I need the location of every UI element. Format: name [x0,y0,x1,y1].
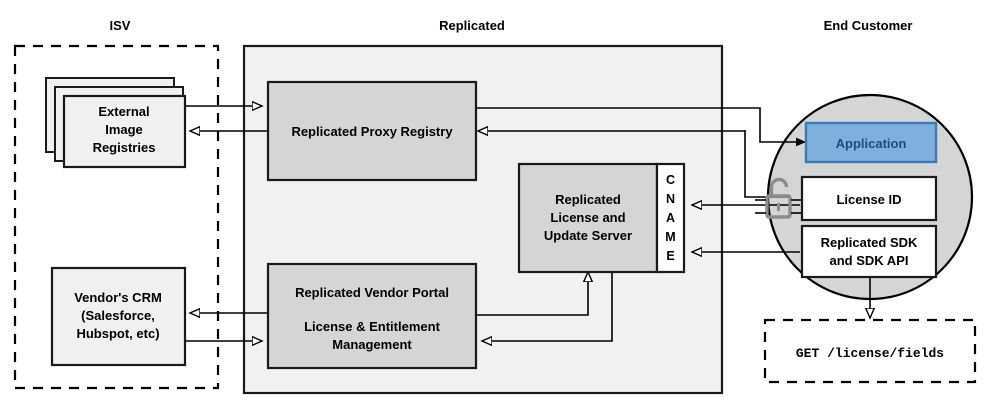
node-external-image-registries[interactable]: External Image Registries [45,77,187,169]
vendor-portal-line-1: Replicated Vendor Portal [295,285,449,300]
vendor-crm-line-3: Hubspot, etc) [76,326,159,341]
license-server-line-3: Update Server [544,228,632,243]
vendor-crm-line-1: Vendor's CRM [74,290,162,305]
zone-label-end-customer: End Customer [824,18,913,33]
edge-license-server-to-portal [482,272,613,341]
proxy-registry-box [266,80,478,182]
cname-letter-n: N [666,192,675,206]
node-cname[interactable]: C N A M E [655,162,686,274]
api-call-label: GET /license/fields [796,346,944,361]
stack-layer-front [62,94,187,169]
vendor-crm-box [50,266,187,367]
node-license-update-server[interactable]: Replicated License and Update Server [517,162,659,274]
zone-label-isv: ISV [110,18,131,33]
zone-label-replicated: Replicated [439,18,505,33]
isv-boundary [13,44,220,390]
edge-application-to-proxy [478,130,746,132]
cname-letter-a: A [666,211,675,225]
unlock-icon [765,177,792,219]
edge-portal-to-license-server [476,272,588,316]
vendor-portal-line-4: Management [332,337,412,352]
cname-strip [655,162,686,274]
cname-letter-m: M [665,230,675,244]
vendor-portal-line-3: License & Entitlement [304,319,440,334]
node-replicated-sdk[interactable]: Replicated SDK and SDK API [800,224,938,279]
registries-line-3: Registries [93,140,156,155]
sdk-line-2: and SDK API [830,253,909,268]
replicated-sdk-box [800,224,938,279]
vendor-crm-line-2: (Salesforce, [81,308,155,323]
registries-line-1: External [98,104,149,119]
vendor-portal-box [266,262,478,370]
edge-proxy-to-application [476,107,806,147]
node-api-call[interactable]: GET /license/fields [763,318,977,384]
lock-connectors [755,199,802,214]
registries-line-2: Image [105,122,143,137]
license-server-line-1: Replicated [555,192,621,207]
node-license-id[interactable]: License ID [800,175,938,222]
application-label: Application [836,136,907,151]
application-box [804,121,938,164]
proxy-registry-label: Replicated Proxy Registry [291,124,453,139]
cname-letter-c: C [666,173,675,187]
license-id-label: License ID [836,192,901,207]
api-call-dashed-box [763,318,977,384]
cname-letter-e: E [666,249,674,263]
node-vendor-portal[interactable]: Replicated Vendor Portal License & Entit… [266,262,478,370]
license-server-line-2: License and [550,210,625,225]
node-vendor-crm[interactable]: Vendor's CRM (Salesforce, Hubspot, etc) [50,266,187,367]
sdk-line-1: Replicated SDK [821,235,918,250]
license-id-box [800,175,938,222]
node-application[interactable]: Application [804,121,938,164]
node-proxy-registry[interactable]: Replicated Proxy Registry [266,80,478,182]
